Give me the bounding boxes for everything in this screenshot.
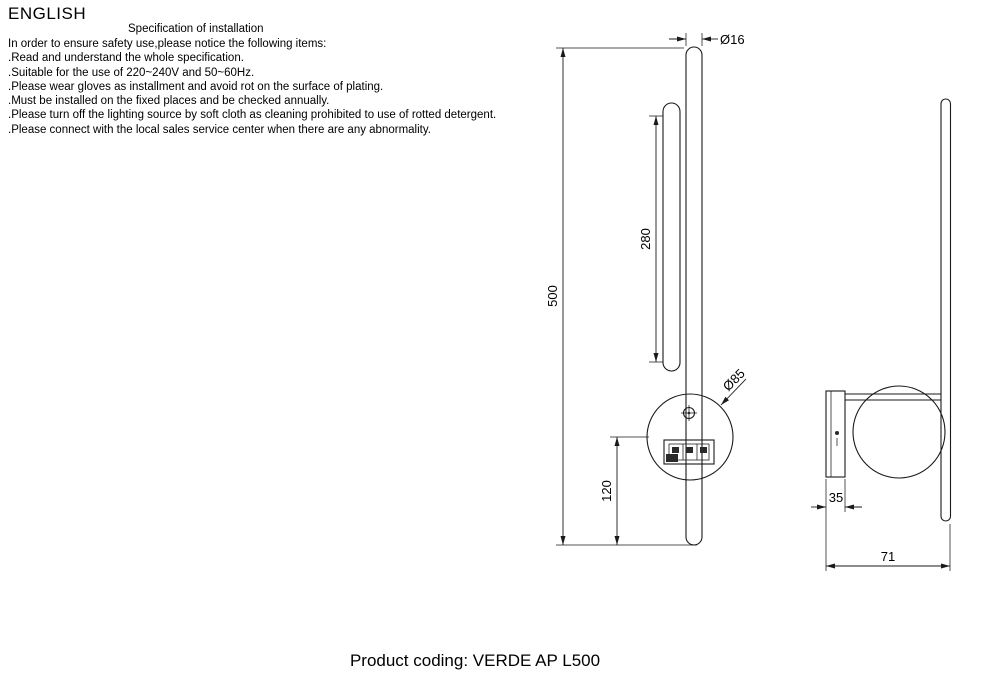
dim-led-length: 280 xyxy=(638,115,663,363)
instruction-line-4: .Please wear gloves as installment and a… xyxy=(8,80,384,93)
dim-label-280: 280 xyxy=(638,228,653,250)
dim-bottom-offset: 120 xyxy=(599,436,649,545)
dim-label-500: 500 xyxy=(545,285,560,307)
dim-label-d16: Ø16 xyxy=(720,32,745,47)
instruction-line-7: .Please connect with the local sales ser… xyxy=(8,123,431,136)
dim-total-depth: 71 xyxy=(826,524,951,571)
dim-canopy-diameter: Ø85 xyxy=(720,366,748,406)
dim-total-height: 500 xyxy=(545,47,697,546)
lamp-blade-side xyxy=(940,98,952,522)
led-window xyxy=(662,102,681,372)
screw-icon xyxy=(681,405,697,421)
side-view: 35 71 xyxy=(811,98,952,571)
instruction-list: In order to ensure safety use,please not… xyxy=(8,37,496,137)
dim-label-d85: Ø85 xyxy=(720,366,748,394)
dim-tube-diameter: Ø16 xyxy=(669,32,745,47)
wall-plate xyxy=(825,390,846,478)
spec-title: Specification of installation xyxy=(128,23,264,35)
lamp-tube xyxy=(685,46,703,546)
terminal-block xyxy=(663,439,715,465)
instruction-line-5: .Must be installed on the fixed places a… xyxy=(8,95,330,108)
dim-plate-depth: 35 xyxy=(811,479,862,571)
instruction-line-1: In order to ensure safety use,please not… xyxy=(8,38,327,50)
instruction-line-6: .Please turn off the lighting source by … xyxy=(8,109,497,122)
front-view: 500 280 120 Ø16 xyxy=(545,32,748,546)
instruction-line-3: .Suitable for the use of 220~240V and 50… xyxy=(8,66,255,79)
dim-label-71: 71 xyxy=(881,549,895,564)
language-heading: ENGLISH xyxy=(8,4,87,23)
canopy-side-circle xyxy=(852,385,946,479)
canopy-circle xyxy=(646,393,734,481)
product-coding: Product coding: VERDE AP L500 xyxy=(349,651,601,670)
dim-label-35: 35 xyxy=(829,490,843,505)
instruction-line-2: .Read and understand the whole specifica… xyxy=(8,52,244,65)
dim-label-120: 120 xyxy=(599,480,614,502)
